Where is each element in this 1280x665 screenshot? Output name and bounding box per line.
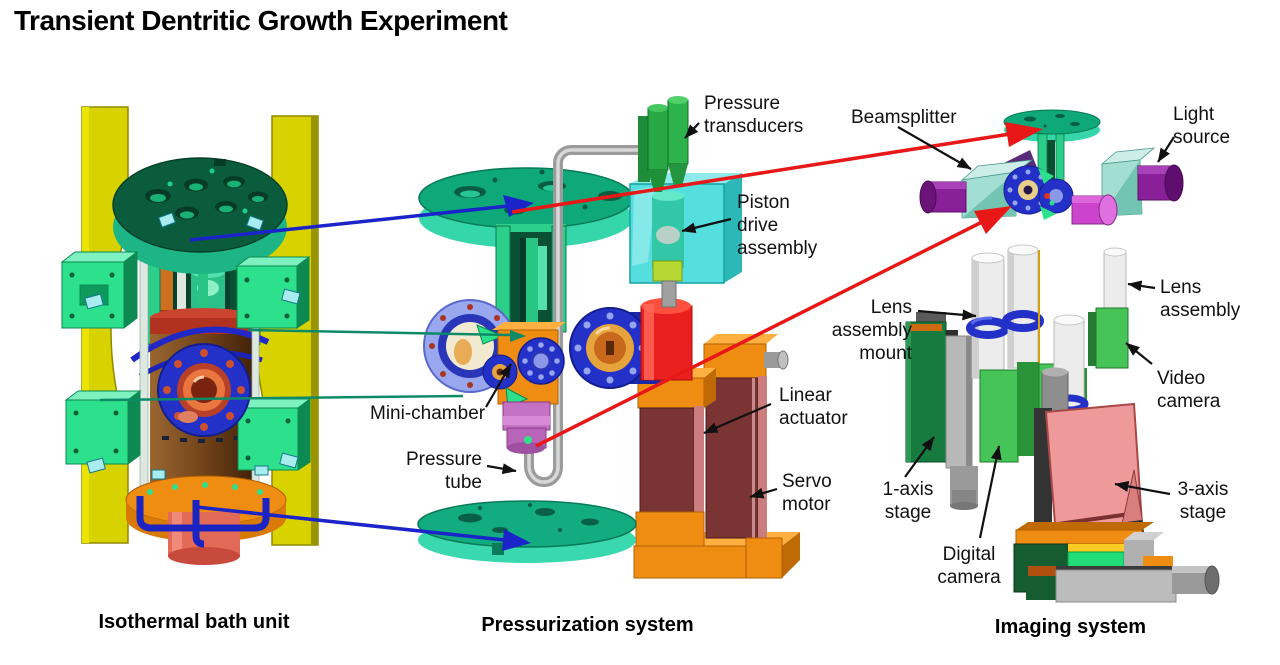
label-light-source: Light source bbox=[1173, 104, 1231, 148]
imaging-illustration bbox=[905, 109, 1220, 603]
label-mini-chamber: Mini-chamber bbox=[370, 403, 486, 424]
label-beamsplitter: Beamsplitter bbox=[851, 107, 957, 128]
magnification-connectors bbox=[99, 122, 1043, 551]
label-pressure-tube: Pressure tube bbox=[405, 449, 482, 493]
caption-isothermal-bath-unit: Isothermal bath unit bbox=[98, 611, 290, 633]
label-video-camera: Video camera bbox=[1157, 368, 1221, 412]
label-digital-camera: Digital camera bbox=[937, 544, 1001, 588]
label-servo-motor: Servo motor bbox=[782, 471, 832, 515]
label-3-axis-stage: 3-axis stage bbox=[1177, 479, 1229, 523]
label-pointers bbox=[485, 122, 1175, 539]
label-lens-assembly: Lens assembly bbox=[1160, 277, 1241, 321]
page-title: Transient Dentritic Growth Experiment bbox=[14, 5, 508, 36]
label-pressure-transducers: Pressure transducers bbox=[704, 93, 804, 137]
label-piston-drive-assembly: Piston drive assembly bbox=[737, 192, 818, 259]
pressurization-illustration bbox=[417, 96, 800, 579]
label-1-axis-stage: 1-axis stage bbox=[882, 479, 934, 523]
caption-pressurization-system: Pressurization system bbox=[481, 614, 694, 636]
caption-imaging-system: Imaging system bbox=[994, 616, 1147, 638]
label-lens-assembly-mount: Lens assembly mount bbox=[831, 297, 912, 364]
isothermal-bath-illustration bbox=[60, 106, 319, 565]
label-linear-actuator: Linear actuator bbox=[779, 385, 848, 429]
